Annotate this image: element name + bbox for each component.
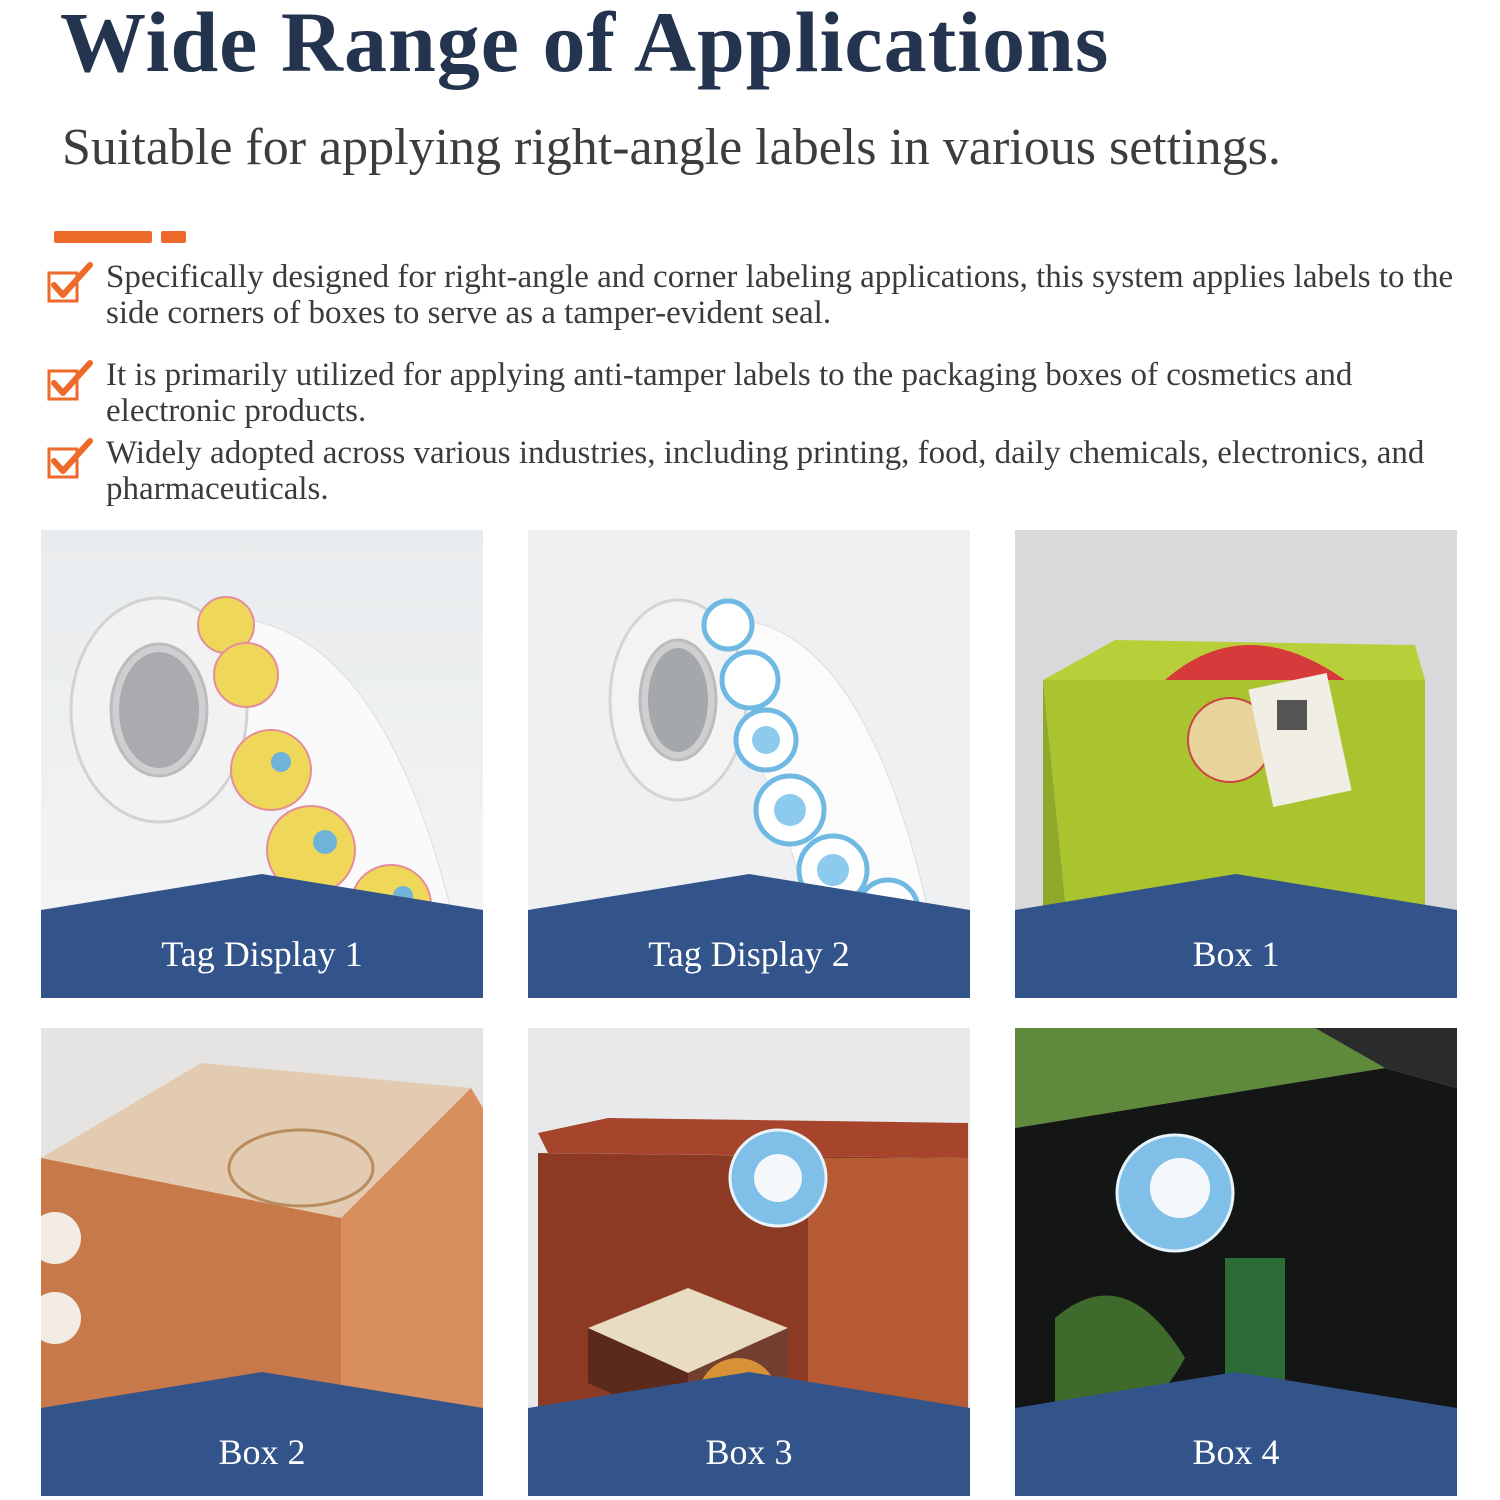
tile-box-2: Box 2 — [41, 1028, 483, 1496]
checkbox-check-icon — [47, 360, 93, 401]
label-banner — [41, 1372, 483, 1496]
tile-box-4: Box 4 — [1015, 1028, 1457, 1496]
checkbox-check-icon — [47, 262, 93, 303]
checkbox-check-icon — [47, 438, 93, 479]
feature-bullet-text: Widely adopted across various industries… — [106, 435, 1425, 507]
page-title: Wide Range of Applications — [60, 0, 1110, 90]
tile-label: Tag Display 2 — [648, 934, 850, 974]
label-banner — [41, 874, 483, 998]
label-banner — [1015, 1372, 1457, 1496]
accent-bar-short — [161, 231, 186, 243]
tile-label: Box 3 — [705, 1432, 793, 1472]
label-banner — [528, 874, 970, 998]
tile-tag-display-2: Tag Display 2 — [528, 530, 970, 998]
tile-box-3: Box 3 — [528, 1028, 970, 1496]
page-subtitle: Suitable for applying right-angle labels… — [62, 119, 1281, 176]
feature-bullet-text: Specifically designed for right-angle an… — [106, 259, 1454, 331]
tile-label: Tag Display 1 — [161, 934, 363, 974]
tile-label: Box 1 — [1192, 934, 1280, 974]
tile-label: Box 4 — [1192, 1432, 1280, 1472]
label-banner — [1015, 874, 1457, 998]
tile-box-1: Box 1 — [1015, 530, 1457, 998]
feature-bullet-text: It is primarily utilized for applying an… — [106, 357, 1353, 429]
accent-bar-long — [54, 231, 152, 243]
tile-label: Box 2 — [218, 1432, 306, 1472]
tile-tag-display-1: Tag Display 1 — [41, 530, 483, 998]
label-banner — [528, 1372, 970, 1496]
